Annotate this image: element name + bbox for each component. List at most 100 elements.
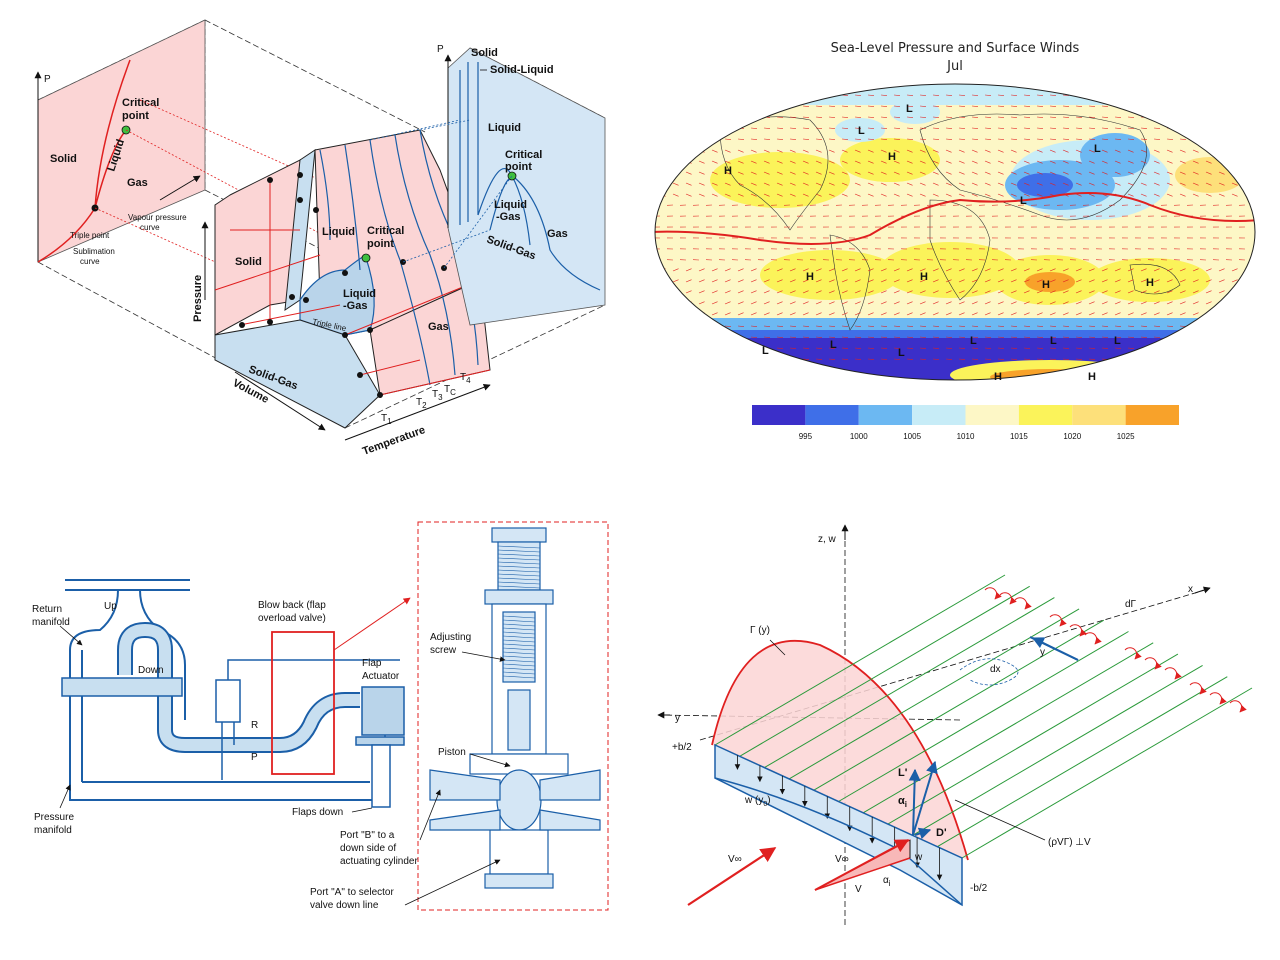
- wind-arrow: [1062, 347, 1069, 349]
- wind-arrow: [958, 105, 965, 107]
- wind-arrow: [1101, 105, 1108, 107]
- wind-arrow: [672, 336, 679, 338]
- wind-arrow: [997, 94, 1004, 96]
- wind-arrow: [1010, 279, 1017, 283]
- wind-arrow: [737, 149, 744, 153]
- wind-arrow: [672, 358, 679, 360]
- svg-text:Port "B" to a: Port "B" to a: [340, 830, 395, 841]
- wind-arrow: [1023, 94, 1030, 96]
- wind-arrow: [945, 182, 952, 186]
- wind-arrow: [1179, 138, 1186, 140]
- wind-arrow: [1062, 358, 1069, 360]
- wind-arrow: [945, 138, 952, 140]
- vortex-curl: [1124, 647, 1142, 660]
- wind-arrow: [1023, 358, 1030, 360]
- wind-arrow: [893, 193, 900, 197]
- wind-arrow: [1140, 325, 1147, 327]
- wind-arrow: [932, 290, 939, 294]
- wind-arrow: [997, 171, 1004, 175]
- wind-arrow: [958, 290, 965, 294]
- wind-arrow: [867, 290, 874, 294]
- wind-arrow: [763, 279, 770, 283]
- wind-arrow: [672, 138, 679, 140]
- svg-text:Blow back (flap: Blow back (flap: [258, 600, 326, 611]
- wind-arrow: [672, 193, 679, 197]
- wind-arrow: [698, 290, 705, 294]
- wind-arrow: [1010, 127, 1017, 129]
- svg-text:V∞: V∞: [728, 854, 742, 865]
- wind-arrow: [737, 193, 744, 197]
- wind-arrow: [776, 149, 783, 153]
- wind-arrow: [919, 182, 926, 186]
- svg-text:Return: Return: [32, 604, 62, 615]
- wind-arrow: [711, 94, 718, 96]
- wind-arrow: [1075, 116, 1082, 118]
- wind-arrow: [1166, 116, 1173, 118]
- wind-arrow: [789, 160, 796, 164]
- wind-arrow: [685, 279, 692, 283]
- wind-arrow: [776, 94, 783, 96]
- wind-arrow: [1036, 160, 1043, 164]
- wind-arrow: [1231, 268, 1238, 272]
- wind-arrow: [906, 138, 913, 140]
- wind-arrow: [1075, 279, 1082, 283]
- wind-arrow: [1127, 325, 1134, 327]
- wind-arrow: [880, 127, 887, 129]
- wind-arrow: [1192, 290, 1199, 294]
- wind-arrow: [1205, 171, 1212, 175]
- wind-arrow: [854, 105, 861, 107]
- wind-arrow: [1023, 290, 1030, 294]
- wind-arrow: [724, 268, 731, 272]
- wind-arrow: [1114, 358, 1121, 360]
- svg-text:D': D': [936, 827, 947, 839]
- svg-text:Liquid: Liquid: [494, 199, 527, 211]
- wind-arrow: [971, 138, 978, 140]
- wind-arrow: [880, 138, 887, 140]
- wind-arrow: [724, 358, 731, 360]
- wind-arrow: [1023, 105, 1030, 107]
- wind-arrow: [997, 160, 1004, 164]
- wind-arrow: [1179, 268, 1186, 272]
- wind-arrow: [1140, 105, 1147, 107]
- wind-arrow: [1088, 193, 1095, 197]
- wind-arrow: [1166, 336, 1173, 338]
- wind-arrow: [672, 182, 679, 186]
- wind-arrow: [1244, 127, 1251, 129]
- wind-arrow: [1127, 105, 1134, 107]
- wind-arrow: [1088, 325, 1095, 327]
- wind-arrow: [685, 116, 692, 118]
- wind-arrow: [672, 116, 679, 118]
- wind-arrow: [971, 358, 978, 360]
- wind-arrow: [906, 301, 913, 305]
- wind-arrow: [763, 301, 770, 305]
- wind-arrow: [1231, 138, 1238, 140]
- wind-arrow: [867, 336, 874, 338]
- trailing-vortex-line: [887, 653, 1179, 825]
- svg-text:-Gas: -Gas: [343, 300, 367, 312]
- wind-arrow: [1088, 290, 1095, 294]
- wind-arrow: [1010, 358, 1017, 360]
- wind-arrow: [737, 268, 744, 272]
- wind-arrow: [945, 325, 952, 327]
- wind-arrow: [906, 116, 913, 118]
- wind-arrow: [815, 171, 822, 175]
- wind-arrow: [1036, 105, 1043, 107]
- colorbar-swatch: [965, 405, 1019, 425]
- wind-arrow: [711, 312, 718, 316]
- wind-arrow: [802, 336, 809, 338]
- wind-arrow: [1062, 116, 1069, 118]
- wind-arrow: [776, 325, 783, 327]
- wind-arrow: [919, 105, 926, 107]
- wind-arrow: [711, 171, 718, 175]
- svg-text:Up: Up: [104, 601, 117, 612]
- wind-arrow: [815, 347, 822, 349]
- wind-arrow: [958, 279, 965, 283]
- svg-text:L': L': [898, 767, 908, 779]
- wind-arrow: [672, 160, 679, 164]
- wind-arrow: [841, 336, 848, 338]
- wind-arrow: [1010, 171, 1017, 175]
- svg-text:αi: αi: [883, 875, 891, 888]
- vortex-curl: [1144, 657, 1162, 670]
- wind-arrow: [659, 182, 666, 186]
- wind-arrow: [997, 116, 1004, 118]
